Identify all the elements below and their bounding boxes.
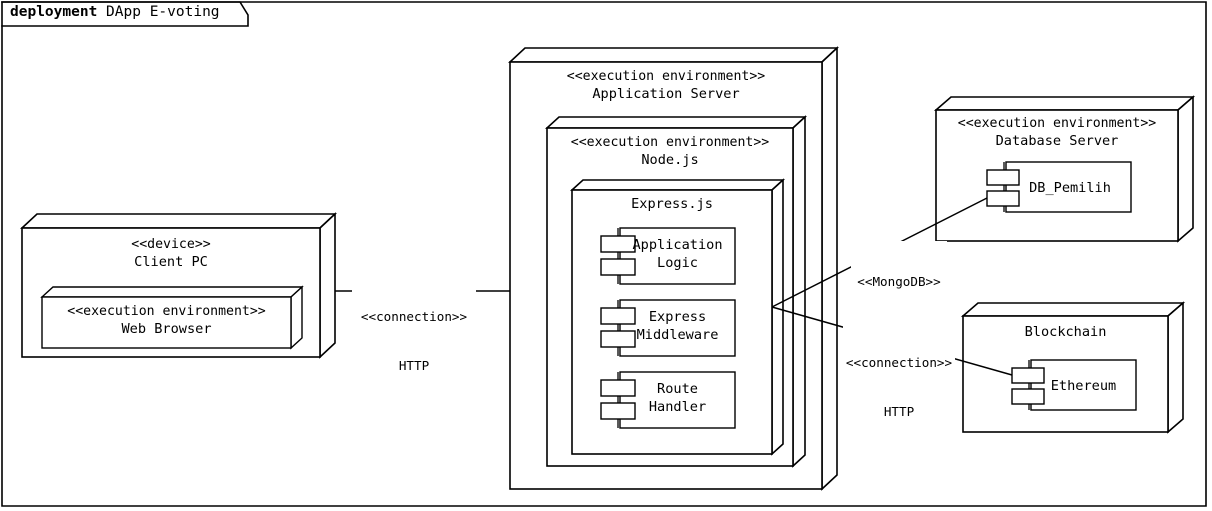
connection-appserver-to-database-label: <<MongoDB>> bbox=[851, 241, 947, 323]
artifact-application-logic-shape bbox=[600, 227, 736, 285]
artifact-ethereum-shape bbox=[1011, 359, 1137, 411]
connection-client-to-appserver-label: <<connection>> HTTP bbox=[352, 276, 476, 407]
frame-name: DApp E-voting bbox=[106, 4, 220, 20]
artifact-express-middleware-shape bbox=[600, 299, 736, 357]
artifact-route-handler-shape bbox=[600, 371, 736, 429]
connection-client-protocol: HTTP bbox=[398, 357, 430, 373]
node-application-server-stereotype: <<execution environment>> bbox=[566, 69, 766, 84]
artifact-db-pemilih-name: DB_Pemilih bbox=[1029, 180, 1111, 196]
connection-blockchain-protocol: HTTP bbox=[883, 403, 915, 419]
artifact-route-handler-name: Route Handler bbox=[648, 381, 707, 415]
frame-label-space bbox=[97, 4, 106, 20]
node-web-browser-name: Web Browser bbox=[121, 321, 212, 337]
connection-client-stereotype: <<connection>> bbox=[360, 308, 468, 324]
node-database-server-stereotype: <<execution environment>> bbox=[957, 116, 1157, 131]
connection-blockchain-stereotype: <<connection>> bbox=[845, 354, 953, 370]
connection-appserver-to-blockchain-label: <<connection>> HTTP bbox=[843, 322, 955, 453]
node-application-server-name: Application Server bbox=[592, 86, 740, 102]
node-client-pc-stereotype: <<device>> bbox=[131, 237, 211, 252]
node-web-browser-stereotype: <<execution environment>> bbox=[67, 304, 266, 319]
node-web-browser-shape bbox=[40, 285, 304, 350]
node-expressjs-name: Express.js bbox=[631, 196, 713, 212]
node-database-server-shape bbox=[933, 95, 1196, 243]
artifact-application-logic-name: Application Logic bbox=[632, 237, 723, 271]
node-client-pc-name: Client PC bbox=[134, 254, 208, 270]
node-blockchain-name: Blockchain bbox=[1024, 324, 1107, 340]
connection-database-stereotype: <<MongoDB>> bbox=[857, 273, 941, 289]
artifact-express-middleware-name: Express Middleware bbox=[636, 309, 719, 343]
node-nodejs-stereotype: <<execution environment>> bbox=[570, 135, 770, 150]
artifact-db-pemilih-shape bbox=[986, 161, 1132, 213]
frame-keyword: deployment bbox=[10, 4, 98, 20]
artifact-ethereum-name: Ethereum bbox=[1050, 378, 1117, 394]
node-database-server-name: Database Server bbox=[995, 133, 1119, 149]
frame-label: deployment DApp E-voting bbox=[10, 4, 220, 20]
node-nodejs-name: Node.js bbox=[641, 152, 699, 168]
